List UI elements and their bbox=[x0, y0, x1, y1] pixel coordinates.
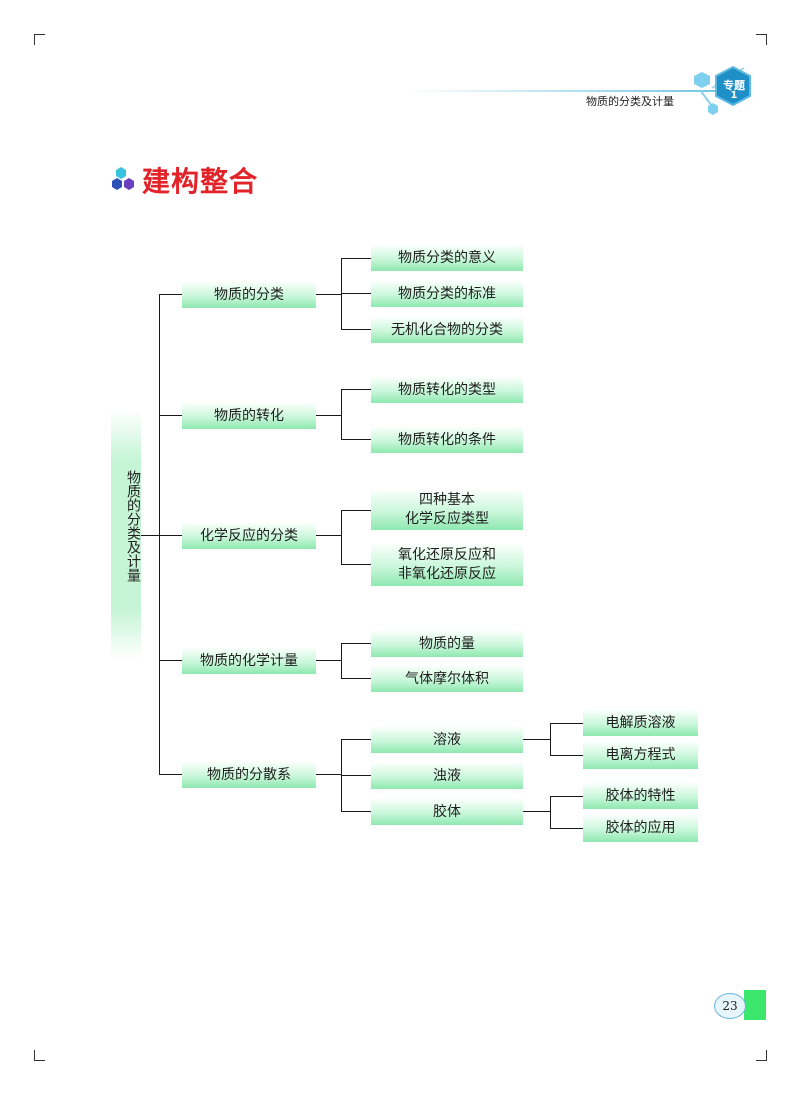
node-colloid: 胶体 bbox=[371, 799, 523, 825]
root-node: 物质的分类及计量 bbox=[111, 410, 141, 660]
node-transformation-types: 物质转化的类型 bbox=[371, 377, 523, 403]
node-molar-volume: 气体摩尔体积 bbox=[371, 666, 523, 692]
page-number: 23 bbox=[714, 993, 746, 1019]
node-dispersion-system: 物质的分散系 bbox=[182, 762, 316, 788]
node-four-basic-reactions: 四种基本 化学反应类型 bbox=[371, 490, 523, 530]
node-chemical-measurement: 物质的化学计量 bbox=[182, 648, 316, 674]
chapter-label: 物质的分类及计量 bbox=[586, 95, 674, 108]
node-classification: 物质的分类 bbox=[182, 282, 316, 308]
node-solution: 溶液 bbox=[371, 727, 523, 753]
root-node-label: 物质的分类及计量 bbox=[125, 470, 141, 582]
node-classification-standard: 物质分类的标准 bbox=[371, 281, 523, 307]
node-colloid-applications: 胶体的应用 bbox=[583, 815, 698, 842]
node-inorganic-classification: 无机化合物的分类 bbox=[371, 317, 523, 343]
crop-mark-bottom-left bbox=[34, 1050, 45, 1061]
node-colloid-properties: 胶体的特性 bbox=[583, 783, 698, 809]
node-amount-of-substance: 物质的量 bbox=[371, 631, 523, 657]
chapter-badge-line1: 专题 bbox=[723, 79, 745, 92]
hexagon-molecule-icon bbox=[694, 65, 751, 115]
header-rule bbox=[408, 90, 728, 92]
node-electrolyte-solution: 电解质溶液 bbox=[583, 710, 698, 736]
crop-mark-bottom-right bbox=[756, 1050, 767, 1061]
chapter-badge-line2: 1 bbox=[730, 90, 738, 101]
crop-mark-top-left bbox=[34, 34, 45, 45]
node-transformation-conditions: 物质转化的条件 bbox=[371, 427, 523, 453]
node-ionization-equation: 电离方程式 bbox=[583, 742, 698, 769]
node-suspension: 浊液 bbox=[371, 763, 523, 789]
node-reaction-classification: 化学反应的分类 bbox=[182, 523, 316, 549]
crop-mark-top-right bbox=[756, 34, 767, 45]
node-transformation: 物质的转化 bbox=[182, 403, 316, 429]
node-classification-meaning: 物质分类的意义 bbox=[371, 245, 523, 271]
hexagon-cluster-icon bbox=[112, 167, 134, 190]
page-tab bbox=[744, 990, 766, 1020]
node-redox-reactions: 氧化还原反应和 非氧化还原反应 bbox=[371, 544, 523, 586]
section-title: 建构整合 bbox=[142, 165, 259, 198]
